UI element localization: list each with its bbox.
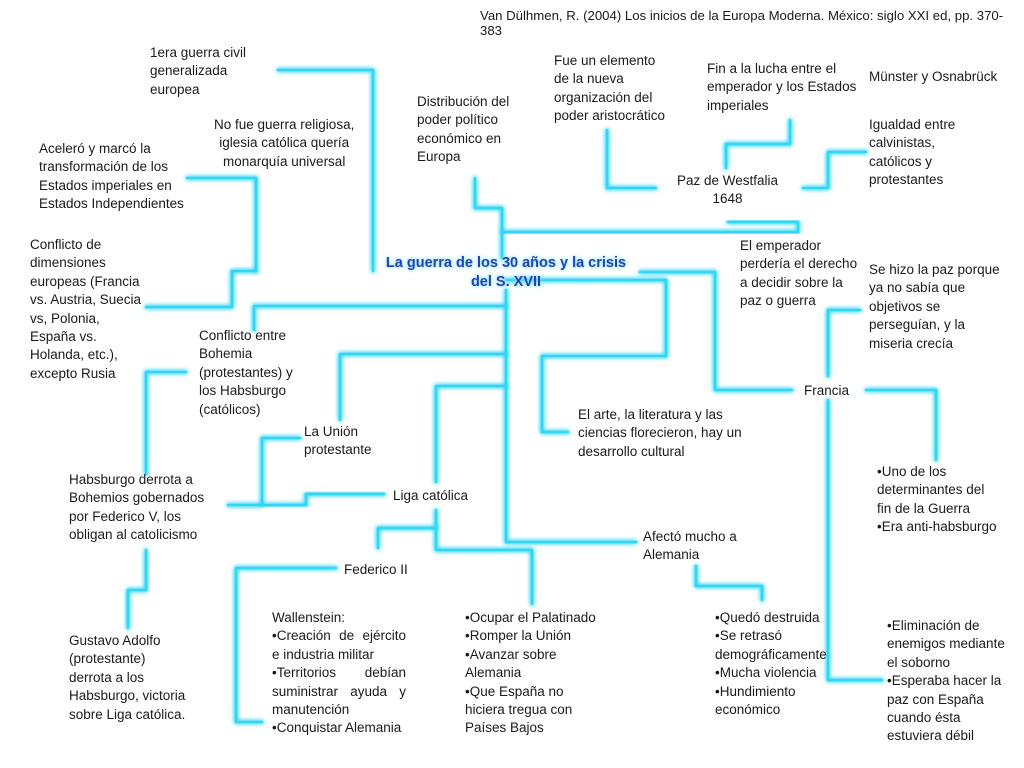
connector-fin-lucha [724, 118, 792, 170]
list-item: •Territorios debían suministrar ayuda y … [272, 665, 406, 718]
list-item: •Uno de los [877, 464, 947, 479]
list-item: •Eliminación de [887, 618, 980, 633]
list-item: •Avanzar sobre [465, 646, 557, 662]
connector-center-trunk [504, 288, 638, 544]
citation: Van Dülhmen, R. (2004) Los inicios de la… [480, 8, 1004, 38]
connector-gustavo [126, 548, 148, 630]
connector-habsburgo-left [144, 370, 188, 476]
list-item: estuviera débil [887, 728, 975, 744]
node-federico: Federico II [344, 562, 408, 577]
list-item: •Ocupar el Palatinado [465, 610, 596, 625]
node-paz-sabia: Se hizo la paz porque ya no sabía que ob… [869, 262, 1000, 351]
connector-igualdad [801, 150, 868, 190]
connector-liga [434, 384, 508, 484]
node-emperador: El emperador perdería el derecho a decid… [740, 238, 858, 309]
node-distribucion: Distribución del poder político económic… [417, 94, 510, 165]
list-ocupar: •Ocupar el Palatinado •Romper la Unión •… [465, 609, 596, 738]
list-quedo-destruida: •Quedó destruida •Se retrasó demográfica… [715, 609, 827, 719]
connector-arte [504, 278, 668, 434]
list-item: •Era anti-habsburgo [877, 519, 997, 535]
node-liga-catolica: Liga católica [393, 488, 469, 503]
list-item: Países Bajos [465, 720, 544, 736]
node-gustavo: Gustavo Adolfo (protestante) derrota a l… [69, 633, 186, 722]
node-primera-guerra-civil: 1era guerra civil generalizada europea [150, 45, 247, 97]
list-item: •Esperaba hacer la [887, 673, 1002, 689]
list-item: hiciera tregua con [465, 702, 573, 718]
list-item: •Mucha violencia [715, 665, 817, 681]
connector-elemento [605, 128, 658, 190]
list-item: •Quedó destruida [715, 610, 820, 625]
connector-westfalia-bus [500, 220, 800, 234]
list-item: Wallenstein: [272, 610, 346, 625]
list-item: •Romper la Unión [465, 628, 572, 644]
list-item: •Que España no [465, 683, 564, 699]
connector-union [338, 352, 508, 422]
list-item: fin de la Guerra [877, 500, 971, 516]
node-igualdad: Igualdad entre calvinistas, católicos y … [869, 117, 956, 188]
connector-francia-down [826, 398, 884, 682]
connector-distribucion [473, 176, 504, 260]
connector-francia-right [864, 388, 938, 462]
list-item: el soborno [887, 654, 951, 670]
connector-paz-sabia [826, 308, 862, 378]
node-elemento-nuevo: Fue un elemento de la nueva organización… [554, 53, 666, 124]
connector-liga-ocupar [434, 526, 534, 606]
node-fin-lucha: Fin a la lucha entre el emperador y los … [707, 61, 857, 113]
list-item: paz con España [887, 691, 984, 707]
node-francia: Francia [804, 383, 850, 398]
connector-liga-habsburgo [260, 492, 386, 507]
list-item: económico [715, 702, 781, 718]
node-habsburgo-derrota: Habsburgo derrota a Bohemios gobernados … [69, 472, 205, 543]
node-afecto-alemania: Afectó mucho a Alemania [643, 529, 737, 563]
list-wallenstein: Wallenstein: •Creación de ejército e ind… [272, 609, 406, 738]
list-item: •Creación de ejército e industria milita… [272, 628, 406, 662]
connector-bohemia [252, 304, 508, 332]
node-munster: Münster y Osnabrück [869, 69, 998, 84]
connector-union-habsburgo [226, 436, 302, 507]
node-no-religiosa: No fue guerra religiosa, iglesia católic… [214, 117, 355, 169]
list-item: determinantes del [877, 482, 985, 498]
node-union-protestante: La Unión protestante [304, 424, 372, 458]
connector-alemania [694, 564, 764, 602]
list-item: demográficamente [715, 646, 827, 662]
node-paz-westfalia: Paz de Westfalia 1648 [677, 173, 779, 207]
connector-primera-guerra [276, 68, 375, 273]
node-conflicto-europeo: Conflicto de dimensiones europeas (Franc… [30, 237, 142, 381]
list-item: Alemania [465, 665, 522, 681]
connector-acelero [185, 176, 258, 273]
connector-conflicto-europeo [144, 269, 258, 309]
connector-liga-federico [376, 508, 438, 550]
connector-federico-wallenstein [234, 566, 338, 724]
central-topic-title: La guerra de los 30 años y la crisis del… [385, 255, 627, 290]
node-acelero: Aceleró y marcó la transformación de los… [39, 141, 184, 212]
connector-emperador [638, 270, 794, 392]
list-francia-determinante: •Uno de los determinantes del fin de la … [877, 463, 997, 537]
list-item: •Conquistar Alemania [272, 720, 402, 736]
node-conflicto-bohemia: Conflicto entre Bohemia (protestantes) y… [199, 328, 293, 417]
list-item: •Hundimiento [715, 683, 796, 699]
node-arte: El arte, la literatura y las ciencias fl… [578, 407, 742, 459]
list-item: •Se retrasó [715, 628, 783, 644]
list-item: cuando ésta [887, 710, 961, 726]
list-item: enemigos mediante [887, 636, 1005, 652]
list-eliminacion: •Eliminación de enemigos mediante el sob… [887, 617, 1005, 746]
